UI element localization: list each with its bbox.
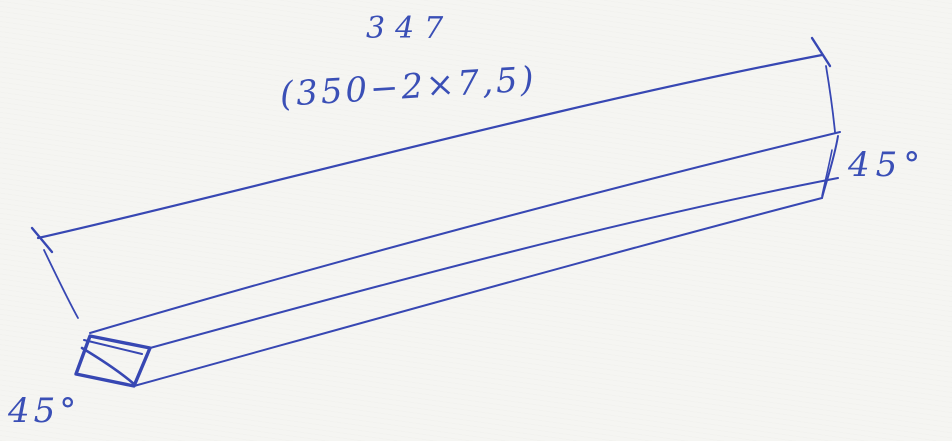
beam-mid-edge (149, 177, 839, 349)
dimension-line (30, 36, 836, 319)
dimension-tick-left (30, 226, 54, 254)
angle-label-right: 45° (848, 145, 927, 185)
beam-right-miter (821, 149, 833, 197)
beam-right-end (821, 135, 839, 199)
cross-section-diagonal (80, 346, 136, 386)
dimension-tick-right (810, 36, 832, 68)
extension-line-left (43, 249, 79, 319)
angle-label-left: 45° (8, 391, 81, 431)
beam-bottom-edge (133, 197, 823, 387)
beam-outline (89, 131, 841, 387)
cross-section-left (74, 334, 152, 388)
extension-line-right (825, 65, 836, 133)
beam-top-edge (89, 131, 841, 334)
dimension-value-label: 347 (366, 11, 454, 46)
